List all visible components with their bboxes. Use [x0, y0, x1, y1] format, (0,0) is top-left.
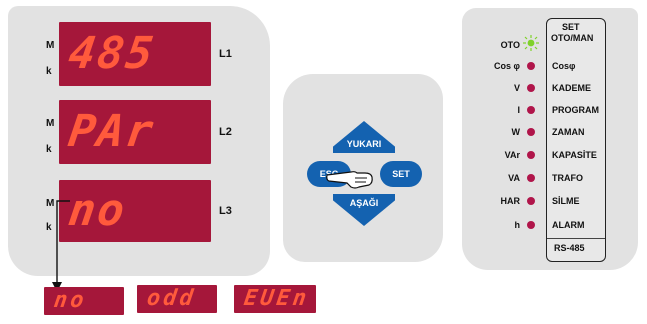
menu-item-program: PROGRAM — [552, 105, 599, 115]
pointing-hand-icon — [326, 171, 373, 189]
led-var — [527, 151, 535, 159]
set-button[interactable]: SET — [380, 161, 422, 187]
led-v — [527, 84, 535, 92]
display-line-1: 485 — [59, 22, 211, 86]
menu-item-alarm: ALARM — [552, 220, 585, 230]
option-display-1: no — [44, 287, 124, 315]
led-w — [527, 128, 535, 136]
display-line-3: no — [59, 180, 211, 242]
option-display-3: EUEn — [234, 285, 316, 313]
menu-item-kademe: KADEME — [552, 83, 592, 93]
menu-item-trafo: TRAFO — [552, 173, 583, 183]
led-i — [527, 106, 535, 114]
option-display-2: odd — [137, 285, 217, 313]
option-value-3: EUEn — [242, 286, 311, 311]
option-value-2: odd — [145, 286, 198, 311]
unit-k-indicator-2: k — [46, 144, 52, 155]
menu-header-mode: OTO/MAN — [551, 33, 594, 43]
menu-item-cosphi: Cosφ — [552, 61, 576, 71]
menu-frame — [546, 18, 606, 262]
unit-k-indicator-3: k — [46, 222, 52, 233]
line-label-2: L2 — [219, 126, 232, 138]
esc-button-label: ESC — [319, 169, 339, 179]
indicator-label-h: h — [514, 220, 521, 230]
option-value-1: no — [52, 288, 89, 313]
led-h — [527, 221, 535, 229]
menu-footer-rs485: RS-485 — [554, 243, 585, 253]
menu-divider — [547, 238, 605, 239]
indicator-label-w: W — [511, 127, 521, 137]
set-button-label: SET — [392, 169, 410, 179]
led-cosphi — [527, 62, 535, 70]
menu-item-kapasite: KAPASİTE — [552, 150, 597, 160]
unit-m-indicator-1: M — [46, 40, 55, 51]
indicator-label-cosphi: Cos φ — [494, 61, 520, 71]
unit-k-indicator-1: k — [46, 66, 52, 77]
menu-item-zaman: ZAMAN — [552, 127, 585, 137]
indicator-label-var: VAr — [504, 150, 520, 160]
active-led-icon — [523, 35, 539, 51]
unit-m-indicator-3: M — [46, 198, 55, 209]
indicator-label-v: V — [513, 83, 520, 93]
up-button-label: YUKARI — [346, 139, 382, 149]
indicator-label-i: I — [517, 105, 520, 115]
led-har — [527, 197, 535, 205]
line-label-1: L1 — [219, 48, 232, 60]
indicator-label-oto: OTO — [500, 40, 520, 50]
unit-m-indicator-2: M — [46, 118, 55, 129]
indicator-label-va: VA — [508, 173, 520, 183]
led-va — [527, 174, 535, 182]
indicator-label-har: HAR — [500, 196, 521, 206]
down-button-label: AŞAĞI — [349, 198, 379, 208]
line-label-3: L3 — [219, 205, 232, 217]
menu-header-set: SET — [562, 22, 580, 32]
menu-item-silme: SİLME — [552, 196, 580, 206]
display-line-2: PAr — [59, 100, 211, 164]
